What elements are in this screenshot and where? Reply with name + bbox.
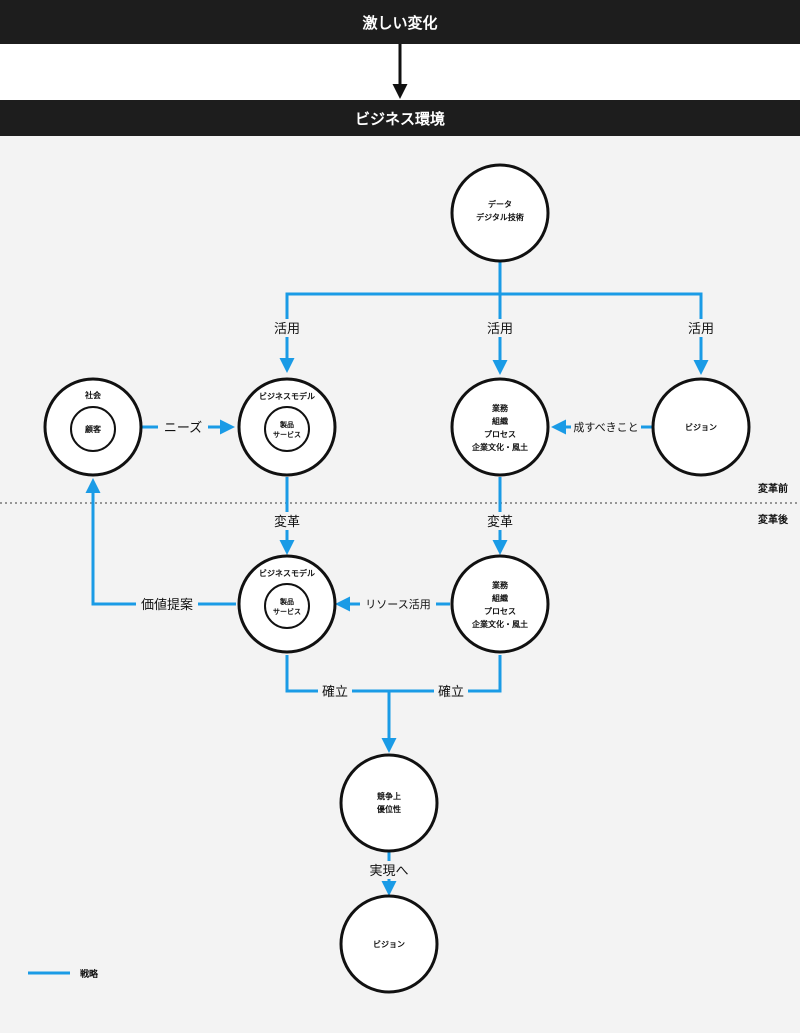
node-ops-before bbox=[450, 377, 550, 477]
edge-establish-right bbox=[389, 655, 502, 693]
node-advantage bbox=[339, 753, 439, 853]
environment-band-label: ビジネス環境 bbox=[354, 109, 445, 128]
edge-utilize-left bbox=[279, 292, 500, 373]
society-inner-label: 顧客 bbox=[85, 424, 102, 434]
data-tech-line-2: デジタル技術 bbox=[476, 212, 524, 222]
node-bizmodel-before bbox=[237, 377, 337, 477]
ops-before-line-2: 組織 bbox=[492, 416, 508, 426]
edge-utilize-right bbox=[500, 292, 709, 375]
top-band-label: 激しい変化 bbox=[362, 13, 438, 32]
node-society bbox=[43, 377, 143, 477]
environment-band: ビジネス環境 bbox=[0, 100, 800, 136]
node-bizmodel-after bbox=[237, 554, 337, 654]
edge-label-realize: 実現へ bbox=[369, 863, 408, 879]
legend: 戦略 bbox=[28, 968, 99, 980]
ops-after-line-2: 組織 bbox=[492, 593, 508, 603]
node-vision-top bbox=[651, 377, 751, 477]
society-outer-label: 社会 bbox=[84, 390, 101, 400]
advantage-line-2: 優位性 bbox=[376, 804, 401, 814]
bizmodel-before-outer-label: ビジネスモデル bbox=[259, 391, 315, 401]
node-data-tech bbox=[450, 163, 550, 263]
node-vision-bottom bbox=[339, 894, 439, 994]
bizmodel-before-inner-line-2: サービス bbox=[273, 430, 301, 439]
bizmodel-after-inner-line-1: 製品 bbox=[279, 597, 294, 606]
divider-after-label: 変革後 bbox=[758, 513, 789, 526]
ops-before-line-3: プロセス bbox=[484, 429, 516, 439]
edge-label-reform-1: 変革 bbox=[274, 514, 300, 530]
edge-label-value-proposal: 価値提案 bbox=[141, 597, 193, 613]
edge-establish-left bbox=[285, 655, 389, 693]
edge-label-establish-1: 確立 bbox=[322, 684, 348, 700]
legend-strategy-label: 戦略 bbox=[80, 968, 99, 980]
edge-label-establish-2: 確立 bbox=[438, 684, 464, 700]
edge-label-utilize-1: 活用 bbox=[274, 322, 300, 337]
ops-after-line-4: 企業文化・風土 bbox=[471, 619, 528, 629]
bizmodel-before-inner-line-1: 製品 bbox=[279, 420, 294, 429]
vision-bottom-label: ビジョン bbox=[373, 939, 405, 949]
node-ops-after bbox=[450, 554, 550, 654]
edge-label-needs: ニーズ bbox=[164, 420, 202, 436]
edge-value-proposal bbox=[85, 478, 236, 606]
vision-top-label: ビジョン bbox=[685, 422, 717, 432]
ops-before-line-1: 業務 bbox=[491, 403, 509, 413]
advantage-line-1: 競争上 bbox=[377, 791, 401, 801]
edge-label-resource-use: リソース活用 bbox=[365, 598, 430, 611]
ops-after-line-3: プロセス bbox=[484, 606, 516, 616]
edge-label-must-do: 成すべきこと bbox=[573, 421, 638, 434]
bizmodel-after-outer-label: ビジネスモデル bbox=[259, 568, 315, 578]
ops-before-line-4: 企業文化・風土 bbox=[471, 442, 528, 452]
edge-label-reform-2: 変革 bbox=[487, 514, 513, 530]
edge-label-utilize-2: 活用 bbox=[487, 322, 513, 337]
top-band: 激しい変化 bbox=[0, 0, 800, 44]
ops-after-line-1: 業務 bbox=[491, 580, 509, 590]
edge-label-utilize-3: 活用 bbox=[688, 322, 714, 337]
divider-before-label: 変革前 bbox=[758, 482, 788, 495]
bizmodel-after-inner-line-2: サービス bbox=[273, 607, 301, 616]
data-tech-line-1: データ bbox=[488, 199, 512, 209]
